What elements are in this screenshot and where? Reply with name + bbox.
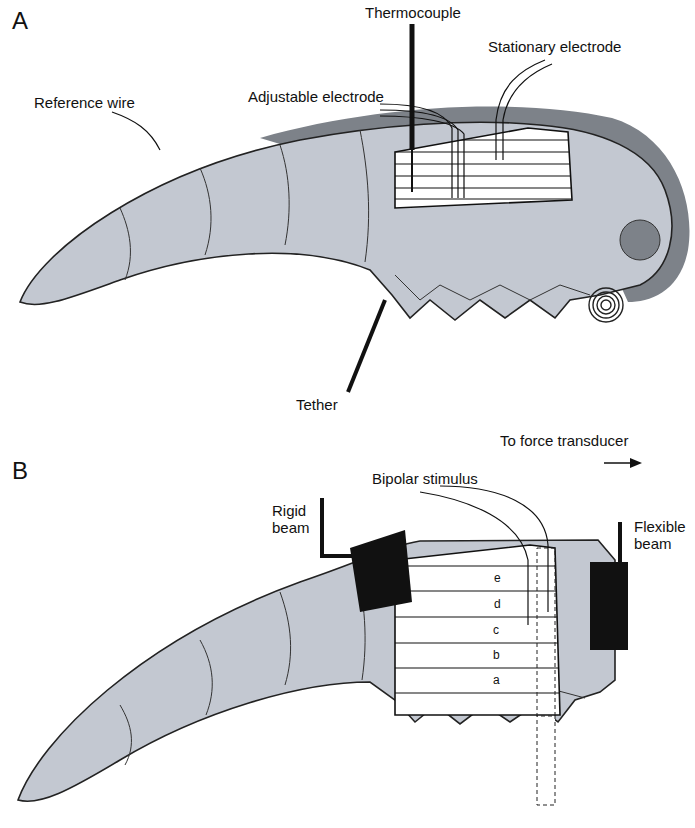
part-label: Stationary electrode xyxy=(488,38,621,55)
fibre-line xyxy=(390,667,565,668)
thermocouple-tip xyxy=(411,150,413,192)
tether xyxy=(348,300,385,392)
eye xyxy=(620,220,660,260)
fibre-line xyxy=(390,139,580,140)
rigid-beam xyxy=(350,530,412,612)
arrow-shaft xyxy=(604,462,632,464)
stimulus-wires xyxy=(420,486,548,625)
part-label: Bipolar stimulus xyxy=(372,470,478,487)
arrow-head xyxy=(630,458,642,468)
animal-body xyxy=(18,540,615,801)
muscle xyxy=(395,545,560,715)
adjustable-electrode xyxy=(380,104,464,198)
panel-letter: B xyxy=(12,458,28,484)
panel-letter: A xyxy=(12,8,28,34)
flexible-beam xyxy=(590,562,628,650)
part-label: To force transducer xyxy=(500,432,628,449)
fibre-line xyxy=(390,642,565,643)
thermocouple xyxy=(410,24,415,150)
flexible-beam-arm xyxy=(618,522,622,565)
band-letter: a xyxy=(493,673,500,687)
fibre-line xyxy=(390,692,565,693)
fibre-line xyxy=(390,616,565,617)
part-label: Reference wire xyxy=(34,94,135,111)
rigid-beam-arm xyxy=(322,498,356,556)
band-letter: b xyxy=(493,648,500,662)
antenna-coil xyxy=(589,288,623,322)
part-label: Tether xyxy=(296,396,338,413)
fibre-line xyxy=(390,151,580,152)
stationary-electrode xyxy=(496,60,552,160)
band-letter: e xyxy=(494,571,501,585)
reference-wire xyxy=(112,112,160,150)
fibre-line xyxy=(390,163,580,164)
band-letter: c xyxy=(493,623,499,637)
muscle-fibres xyxy=(390,140,580,199)
band-letter: d xyxy=(494,597,501,611)
fibre-line xyxy=(390,175,580,176)
part-label: Thermocouple xyxy=(365,4,461,21)
fibre-line xyxy=(390,590,565,591)
animal-body xyxy=(20,122,672,320)
part-label: Flexible beam xyxy=(634,518,692,552)
part-label: Rigid beam xyxy=(272,502,318,536)
muscle-fibres xyxy=(390,566,565,693)
fibre-line xyxy=(390,565,565,566)
part-label: Adjustable electrode xyxy=(248,88,384,105)
fibre-line xyxy=(390,187,580,188)
cut-strip xyxy=(537,548,555,716)
fibre-line xyxy=(390,198,580,199)
